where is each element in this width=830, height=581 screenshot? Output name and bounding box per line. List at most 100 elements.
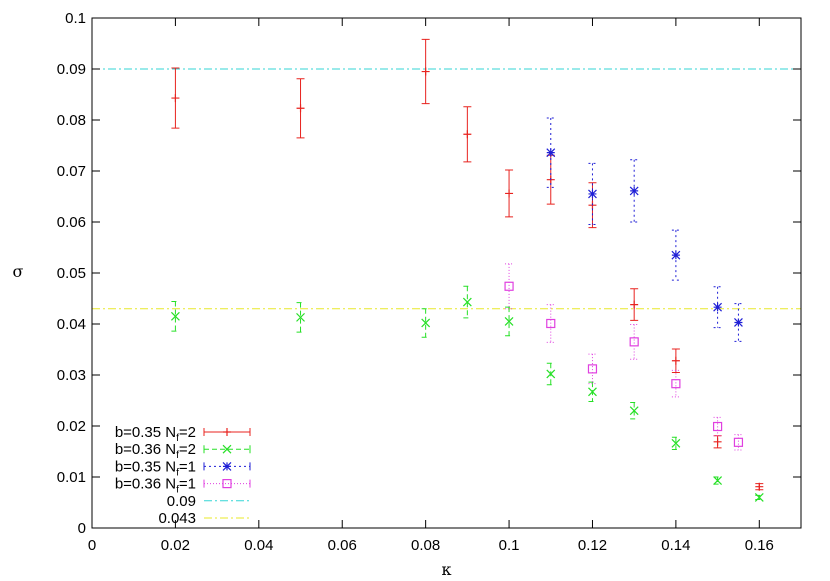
- data-point: [462, 297, 472, 307]
- x-tick-label: 0.06: [328, 537, 357, 554]
- legend-swatch-marker: [222, 479, 232, 489]
- data-point: [713, 476, 723, 485]
- legend-label: 0.09: [167, 493, 196, 510]
- legend-label-main: b=0.36 N: [115, 476, 176, 493]
- error-bar: [463, 285, 472, 319]
- legend-label-main: b=0.35 N: [115, 458, 176, 475]
- error-bar: [630, 324, 639, 360]
- error-bar: [734, 434, 743, 451]
- data-point: [296, 312, 305, 322]
- data-point: [505, 189, 514, 198]
- legend-entry-4: b=0.36 Nf=1: [115, 476, 251, 496]
- data-point: [588, 189, 597, 199]
- legend-swatch-marker: [222, 461, 232, 471]
- data-point: [587, 364, 598, 374]
- x-tick-label: 0.1: [499, 537, 520, 554]
- y-tick-label: 0.06: [57, 214, 86, 231]
- y-tick-label: 0.05: [57, 265, 86, 282]
- data-point: [755, 482, 764, 491]
- data-point: [671, 250, 681, 260]
- data-point: [671, 438, 681, 448]
- data-point: [713, 302, 723, 312]
- x-tick-label: 0.02: [161, 537, 190, 554]
- error-bar: [671, 229, 680, 281]
- legend-entry-2: b=0.36 Nf=2: [115, 441, 251, 461]
- series-1: [171, 38, 764, 491]
- data-point: [171, 94, 180, 103]
- data-point: [546, 148, 556, 158]
- x-tick-label: 0.12: [578, 537, 607, 554]
- error-bar: [505, 306, 514, 337]
- legend-label: b=0.36 Nf=2: [115, 441, 196, 461]
- legend-label: 0.043: [158, 510, 196, 527]
- legend-entry-6: 0.043: [158, 510, 250, 527]
- x-tick-label: 0.04: [244, 537, 273, 554]
- legend-label-main: b=0.36 N: [115, 441, 176, 458]
- data-point: [504, 317, 514, 326]
- y-tick-label: 0.01: [57, 469, 86, 486]
- data-point: [713, 437, 722, 446]
- legend-swatch-caps: [203, 445, 251, 454]
- data-point: [671, 379, 681, 389]
- data-point: [629, 406, 639, 416]
- y-tick-label: 0: [78, 520, 86, 537]
- legend-label-main: b=0.35 N: [115, 424, 176, 441]
- legend-label-suffix: =1: [179, 476, 196, 493]
- data-point: [754, 492, 764, 502]
- data-point: [734, 318, 743, 327]
- y-tick-label: 0.03: [57, 367, 86, 384]
- series-layer: [170, 38, 764, 502]
- data-point: [588, 387, 597, 397]
- error-bar: [588, 353, 597, 385]
- legend-entry-1: b=0.35 Nf=2: [115, 424, 251, 444]
- legend-label: b=0.36 Nf=1: [115, 476, 196, 496]
- legend-label-subscript: f: [176, 467, 179, 478]
- x-axis-label: κ: [442, 560, 452, 579]
- y-tick-label: 0.1: [65, 10, 86, 27]
- legend-swatch-marker: [222, 444, 232, 454]
- y-tick-label: 0.08: [57, 112, 86, 129]
- data-point: [296, 104, 305, 113]
- legend-label: b=0.35 Nf=1: [115, 458, 196, 478]
- series-4: [504, 263, 744, 451]
- data-point: [170, 311, 180, 321]
- error-bar: [421, 308, 430, 338]
- data-point: [504, 281, 514, 291]
- data-point: [630, 300, 639, 309]
- legend-entry-3: b=0.35 Nf=1: [115, 458, 251, 478]
- legend-swatch-caps: [203, 479, 251, 488]
- y-tick-label: 0.02: [57, 418, 86, 435]
- data-point: [671, 356, 680, 365]
- data-point: [546, 318, 556, 329]
- error-bar: [713, 416, 722, 437]
- y-tick-label: 0.07: [57, 163, 86, 180]
- data-point: [421, 67, 430, 76]
- data-point: [629, 186, 639, 196]
- data-point: [629, 337, 639, 347]
- legend-swatch-caps: [203, 428, 251, 436]
- legend-entry-5: 0.09: [167, 493, 250, 510]
- error-bar: [505, 263, 514, 310]
- legend-label-suffix: =2: [179, 441, 196, 458]
- data-point: [463, 130, 472, 139]
- legend-label-suffix: =2: [179, 424, 196, 441]
- error-bar: [546, 304, 555, 343]
- legend-label: b=0.35 Nf=2: [115, 424, 196, 444]
- legend-label-subscript: f: [176, 450, 179, 461]
- reference-lines: [92, 68, 801, 310]
- data-point: [546, 369, 556, 379]
- legend-swatch-caps: [203, 462, 251, 471]
- data-point: [421, 318, 431, 328]
- y-axis-label: σ: [13, 262, 24, 281]
- series-2: [170, 285, 764, 502]
- x-tick-label: 0.08: [411, 537, 440, 554]
- legend-label-suffix: =1: [179, 458, 196, 475]
- legend: b=0.35 Nf=2b=0.36 Nf=2b=0.35 Nf=1b=0.36 …: [115, 424, 251, 527]
- series-3: [546, 117, 743, 342]
- data-point: [712, 421, 723, 432]
- legend-label-subscript: f: [176, 485, 179, 496]
- y-tick-label: 0.09: [57, 61, 86, 78]
